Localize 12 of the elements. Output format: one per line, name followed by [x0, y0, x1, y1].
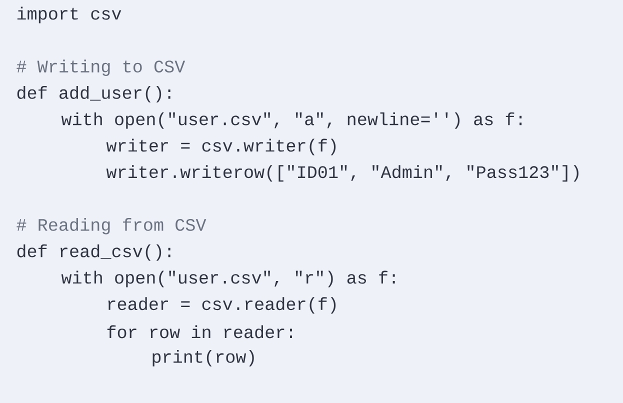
code-line: reader = csv.reader(f): [108, 297, 336, 314]
code-line: with open("user.csv", "r") as f:: [61, 270, 395, 288]
code-line: for row in reader:: [107, 325, 292, 338]
code-line: import csv: [17, 6, 122, 24]
code-line: def add_user():: [17, 86, 170, 102]
code-line: writer = csv.writer(f): [106, 138, 336, 156]
code-line: def read_csv():: [17, 244, 170, 261]
code-line: with open("user.csv", "a", newline='') as f:: [61, 112, 522, 129]
code-line: writer.writerow(["ID01", "Admin", "Pass123"]): [106, 165, 578, 182]
code-line: print(row): [152, 350, 254, 366]
code-line: # Reading from CSV: [16, 218, 206, 234]
code-line: # Writing to CSV: [16, 60, 186, 76]
